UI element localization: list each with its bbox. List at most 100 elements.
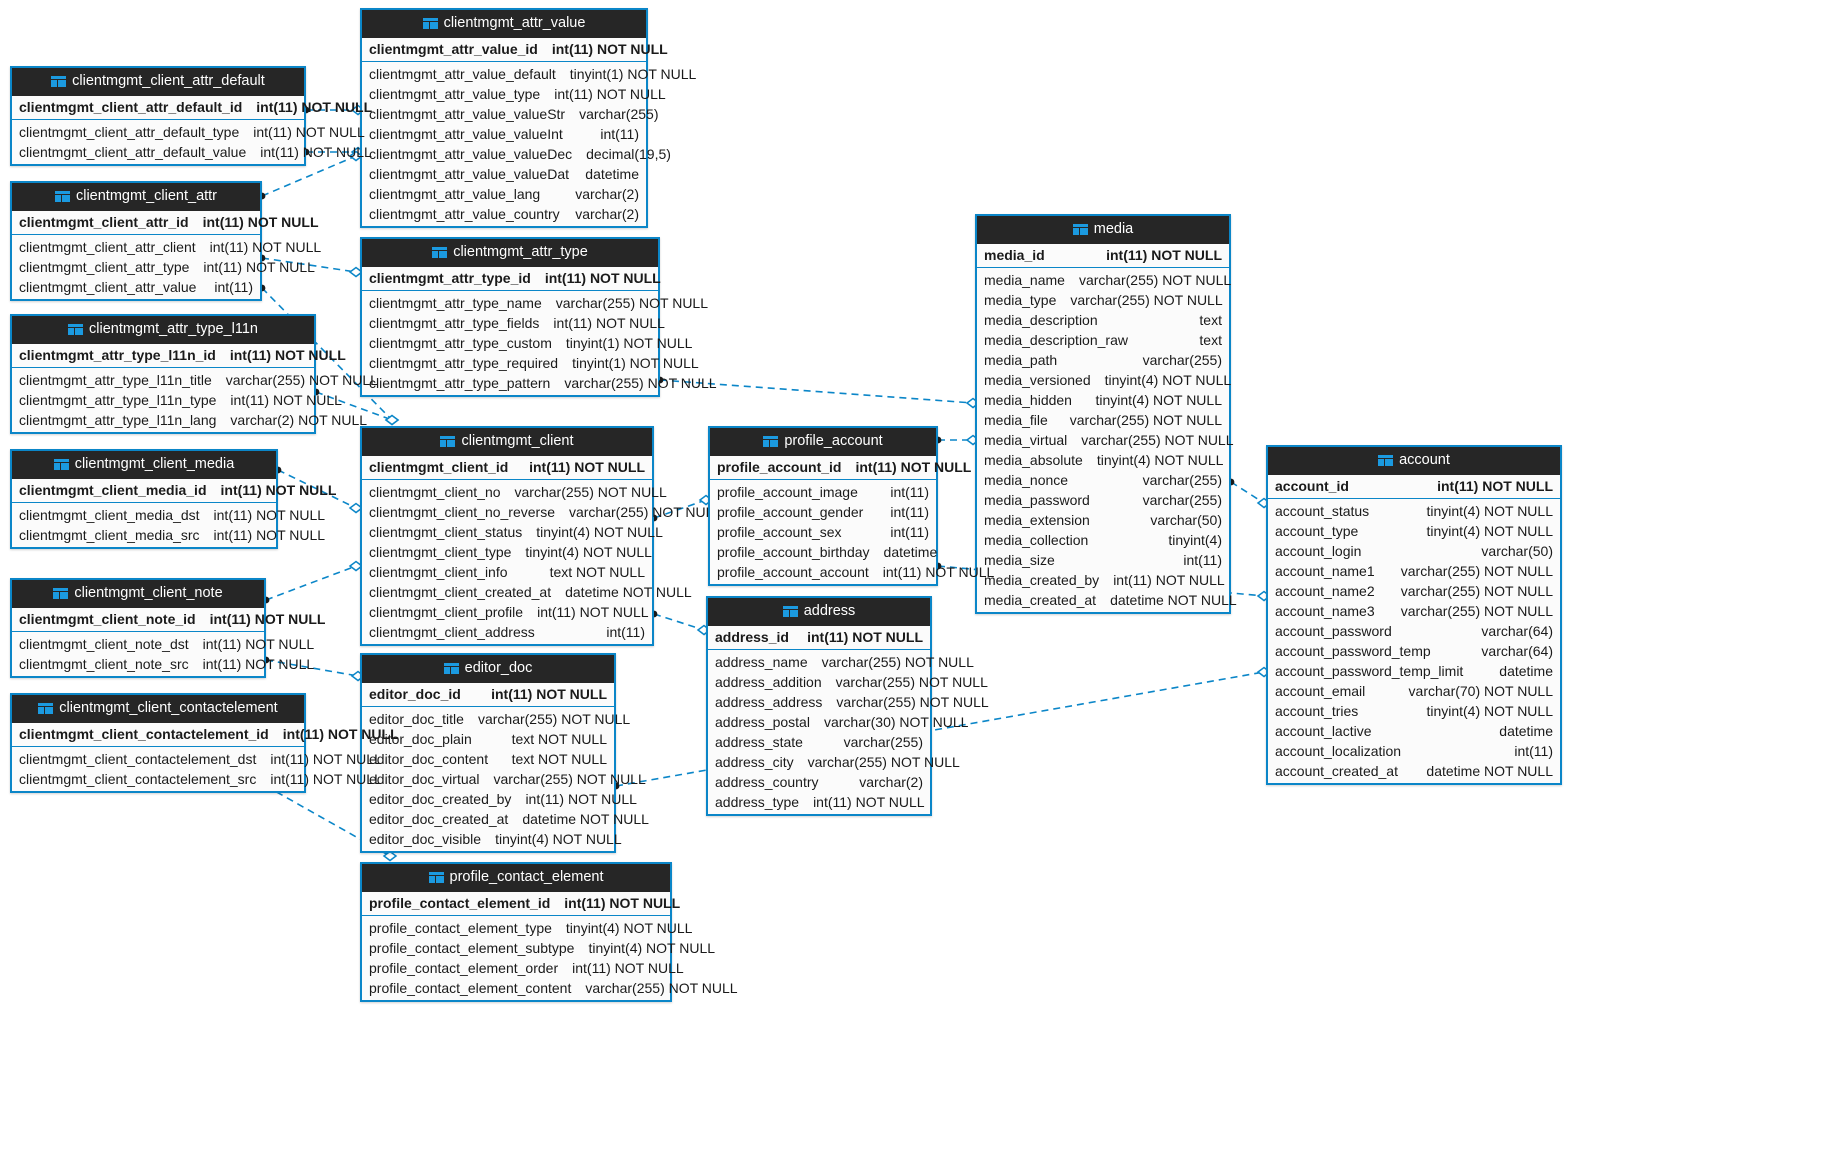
entity-table-header[interactable]: clientmgmt_client_note xyxy=(12,580,264,608)
entity-table-header[interactable]: media xyxy=(977,216,1229,244)
entity-table-header[interactable]: clientmgmt_client_attr xyxy=(12,183,260,211)
entity-table-header[interactable]: clientmgmt_client_media xyxy=(12,451,276,479)
entity-table-header[interactable]: clientmgmt_client_attr_default xyxy=(12,68,304,96)
entity-table-header[interactable]: clientmgmt_attr_type_l11n xyxy=(12,316,314,344)
entity-table-header[interactable]: editor_doc xyxy=(362,655,614,683)
entity-table-header[interactable]: clientmgmt_client_contactelement xyxy=(12,695,304,723)
entity-table-header[interactable]: clientmgmt_attr_type xyxy=(362,239,658,267)
entity-table-header[interactable]: clientmgmt_attr_value xyxy=(362,10,646,38)
entity-table-header[interactable]: profile_account xyxy=(710,428,936,456)
entity-table-header[interactable]: account xyxy=(1268,447,1560,475)
entity-table-header[interactable]: address xyxy=(708,598,930,626)
entity-table[interactable]: profile_contact_element profile_contact_e… xyxy=(360,862,738,1002)
entity-table-header[interactable]: profile_contact_element xyxy=(362,864,670,892)
